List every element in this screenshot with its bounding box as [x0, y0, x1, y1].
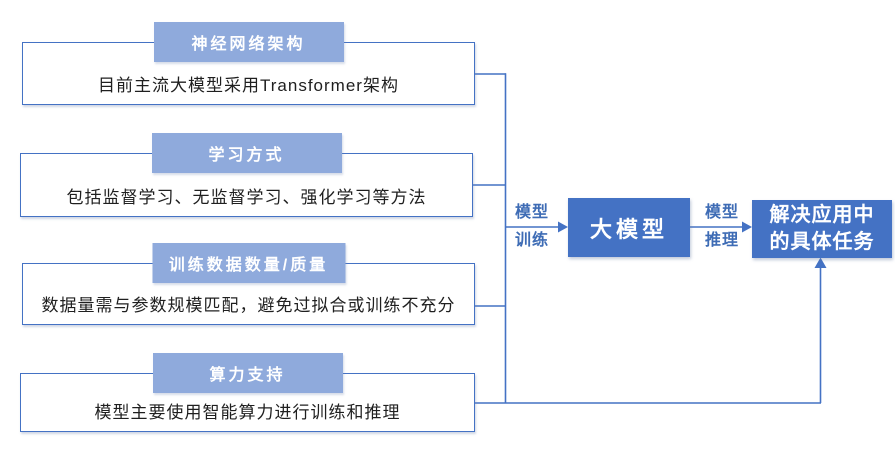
factor-group-compute: 算力支持 模型主要使用智能算力进行训练和推理 [20, 353, 475, 432]
inference-flow-label: 模型 推理 [696, 203, 748, 251]
inference-flow-label-line1: 模型 [704, 204, 739, 221]
training-flow-label: 模型 训练 [506, 203, 558, 251]
inference-flow-label-line2: 推理 [704, 232, 739, 249]
large-model-label: 大模型 [589, 216, 668, 242]
factor-description-compute: 模型主要使用智能算力进行训练和推理 [94, 403, 401, 422]
task-box-line2: 的具体任务 [769, 231, 875, 253]
arrowhead-up-icon [814, 257, 827, 268]
factor-tab-learning: 学习方式 [151, 133, 342, 173]
factor-description-learning: 包括监督学习、无监督学习、强化学习等方法 [66, 188, 427, 207]
factor-description-architecture: 目前主流大模型采用Transformer架构 [98, 76, 399, 95]
factor-description-data: 数据量需与参数规模匹配，避免过拟合或训练不充分 [41, 296, 456, 315]
large-model-box: 大模型 [568, 198, 690, 257]
factor-group-architecture: 神经网络架构 目前主流大模型采用Transformer架构 [22, 22, 475, 105]
factor-group-learning: 学习方式 包括监督学习、无监督学习、强化学习等方法 [20, 133, 473, 217]
arrowhead-right-icon [558, 221, 568, 233]
factor-group-data: 训练数据数量/质量 数据量需与参数规模匹配，避免过拟合或训练不充分 [22, 243, 475, 325]
factor-tab-compute: 算力支持 [152, 353, 343, 393]
task-box: 解决应用中 的具体任务 [752, 200, 892, 258]
factor-tab-data: 训练数据数量/质量 [152, 243, 345, 283]
task-box-line1: 解决应用中 [769, 204, 875, 226]
training-flow-label-line1: 模型 [514, 204, 549, 221]
factor-tab-architecture: 神经网络架构 [153, 22, 344, 62]
training-flow-label-line2: 训练 [514, 232, 549, 249]
